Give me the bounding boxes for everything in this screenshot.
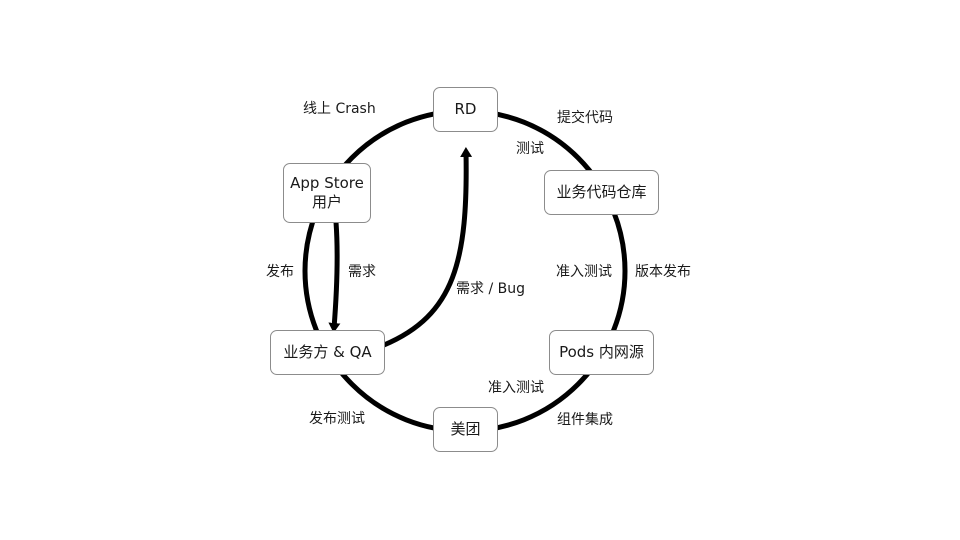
appstore-to-business-arrow [328, 221, 341, 333]
release-label: 发布 [266, 264, 294, 280]
admission-test-right-label: 准入测试 [556, 264, 612, 280]
component-integration-label: 组件集成 [557, 412, 613, 428]
release-test-label: 发布测试 [309, 411, 365, 427]
business-qa-node-label: 业务方 & QA [283, 343, 372, 361]
version-release-label: 版本发布 [635, 264, 691, 280]
appstore-node: App Store 用户 [283, 163, 371, 223]
rd-node: RD [433, 87, 498, 132]
test-label: 测试 [516, 141, 544, 157]
admission-test-bottom-label: 准入测试 [488, 380, 544, 396]
submit-code-label: 提交代码 [557, 110, 613, 126]
business-to-rd-arrow [383, 147, 473, 348]
demand-label: 需求 [348, 264, 376, 280]
online-crash-label: 线上 Crash [303, 101, 376, 117]
business-repo-node-label: 业务代码仓库 [556, 183, 647, 201]
business-qa-node: 业务方 & QA [270, 330, 385, 375]
demand-bug-label: 需求 / Bug [456, 281, 525, 297]
pods-node: Pods 内网源 [549, 330, 654, 375]
appstore-node-label-line2: 用户 [311, 193, 342, 211]
meituan-node: 美团 [433, 407, 498, 452]
appstore-node-label-line1: App Store [290, 174, 364, 192]
meituan-node-label: 美团 [450, 420, 481, 438]
business-repo-node: 业务代码仓库 [544, 170, 659, 215]
rd-node-label: RD [454, 100, 477, 118]
pods-node-label: Pods 内网源 [559, 343, 644, 361]
